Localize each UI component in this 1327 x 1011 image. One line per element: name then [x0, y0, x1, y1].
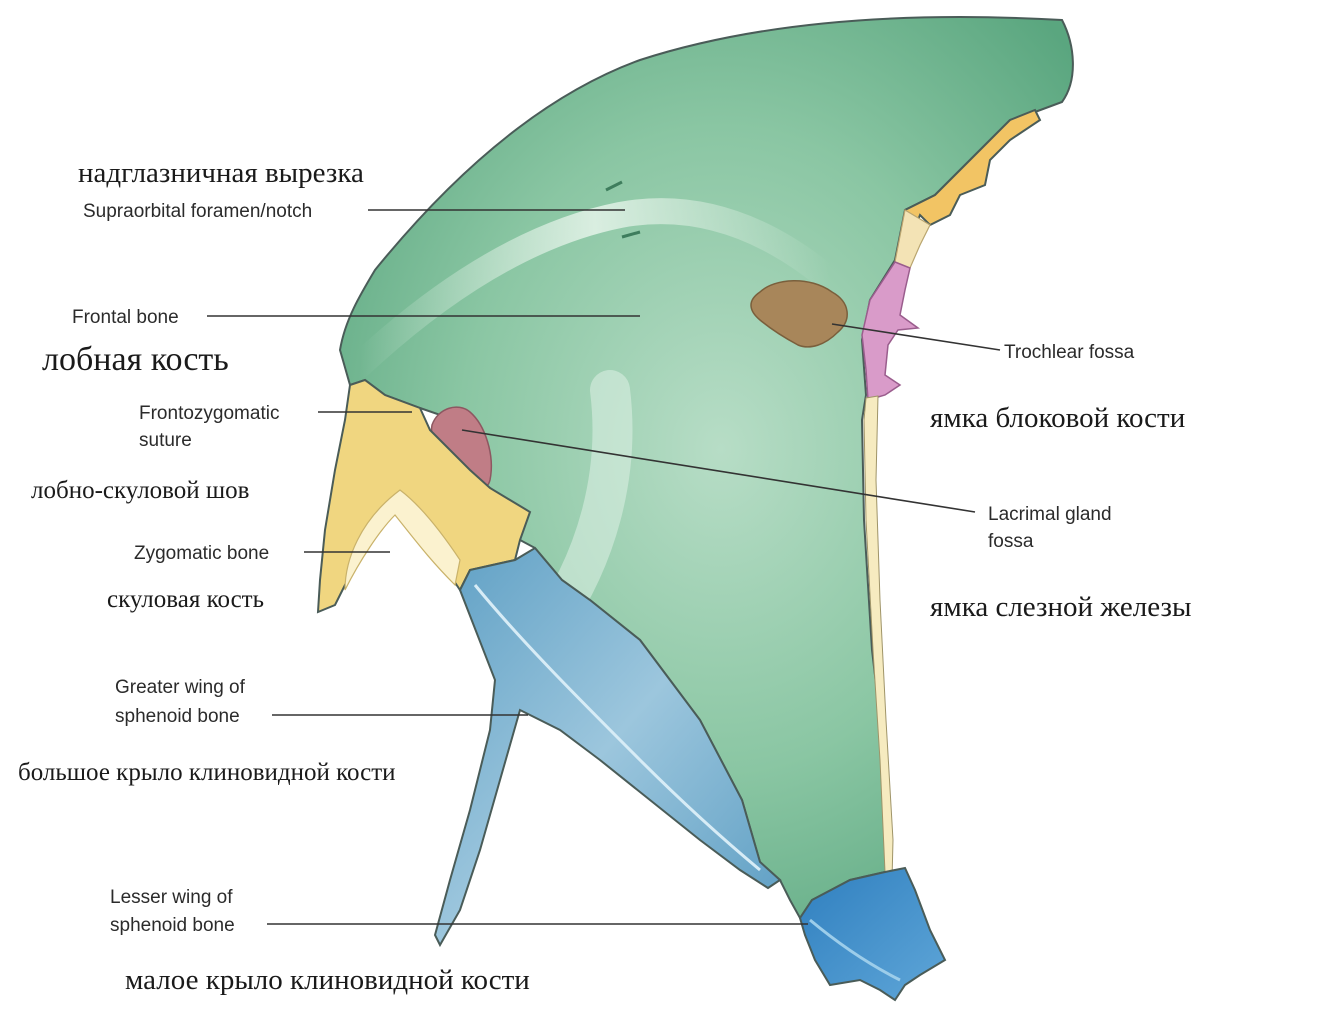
zygomatic-en-label: Zygomatic bone — [134, 543, 269, 564]
lesser-wing-en-label-2: sphenoid bone — [110, 915, 235, 936]
trochlear-en-label: Trochlear fossa — [1004, 342, 1135, 363]
supraorbital-en-label: Supraorbital foramen/notch — [83, 201, 312, 222]
lacrimal-ru-label: ямка слезной железы — [930, 591, 1191, 623]
frontozygomatic-ru-label: лобно-скуловой шов — [31, 477, 249, 504]
frontozygomatic-en-label-2: suture — [139, 430, 192, 451]
supraorbital-ru-label: надглазничная вырезка — [78, 157, 364, 189]
lacrimal-en-label-1: Lacrimal gland — [988, 504, 1112, 525]
frontal-en-label: Frontal bone — [72, 307, 179, 328]
frontal-ru-label: лобная кость — [42, 341, 229, 378]
zygomatic-ru-label: скуловая кость — [107, 586, 264, 613]
greater-wing-en-label-1: Greater wing of — [115, 677, 246, 698]
greater-wing-en-label-2: sphenoid bone — [115, 706, 240, 727]
greater-wing-ru-label: большое крыло клиновидной кости — [18, 759, 396, 786]
lesser-wing-en-label-1: Lesser wing of — [110, 887, 233, 908]
lesser-wing-ru-label: малое крыло клиновидной кости — [125, 964, 530, 996]
frontozygomatic-en-label-1: Frontozygomatic — [139, 403, 279, 424]
lacrimal-en-label-2: fossa — [988, 531, 1034, 552]
trochlear-ru-label: ямка блоковой кости — [930, 402, 1185, 434]
